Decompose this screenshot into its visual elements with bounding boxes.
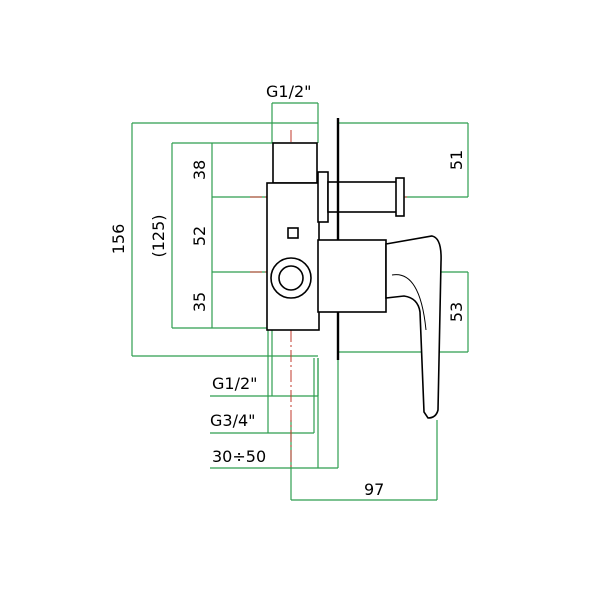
lower-offset-label: 35 bbox=[190, 292, 209, 312]
wall-depth-label: 30÷50 bbox=[212, 447, 266, 466]
bottom-thread-2-label: G3/4" bbox=[210, 411, 256, 430]
overall-height-label: 156 bbox=[109, 224, 128, 255]
diverter-stem bbox=[317, 171, 405, 223]
body-height-label: (125) bbox=[149, 214, 168, 257]
right-upper-label: 51 bbox=[447, 150, 466, 170]
projection-label: 97 bbox=[364, 480, 384, 499]
middle-offset-label: 52 bbox=[190, 226, 209, 246]
right-lower-label: 53 bbox=[447, 302, 466, 322]
bottom-thread-1-label: G1/2" bbox=[212, 374, 258, 393]
valve-body bbox=[266, 142, 320, 331]
top-thread-label: G1/2" bbox=[266, 82, 312, 101]
upper-offset-label: 38 bbox=[190, 160, 209, 180]
dimension-lines bbox=[131, 102, 469, 501]
lever-handle bbox=[317, 235, 442, 419]
